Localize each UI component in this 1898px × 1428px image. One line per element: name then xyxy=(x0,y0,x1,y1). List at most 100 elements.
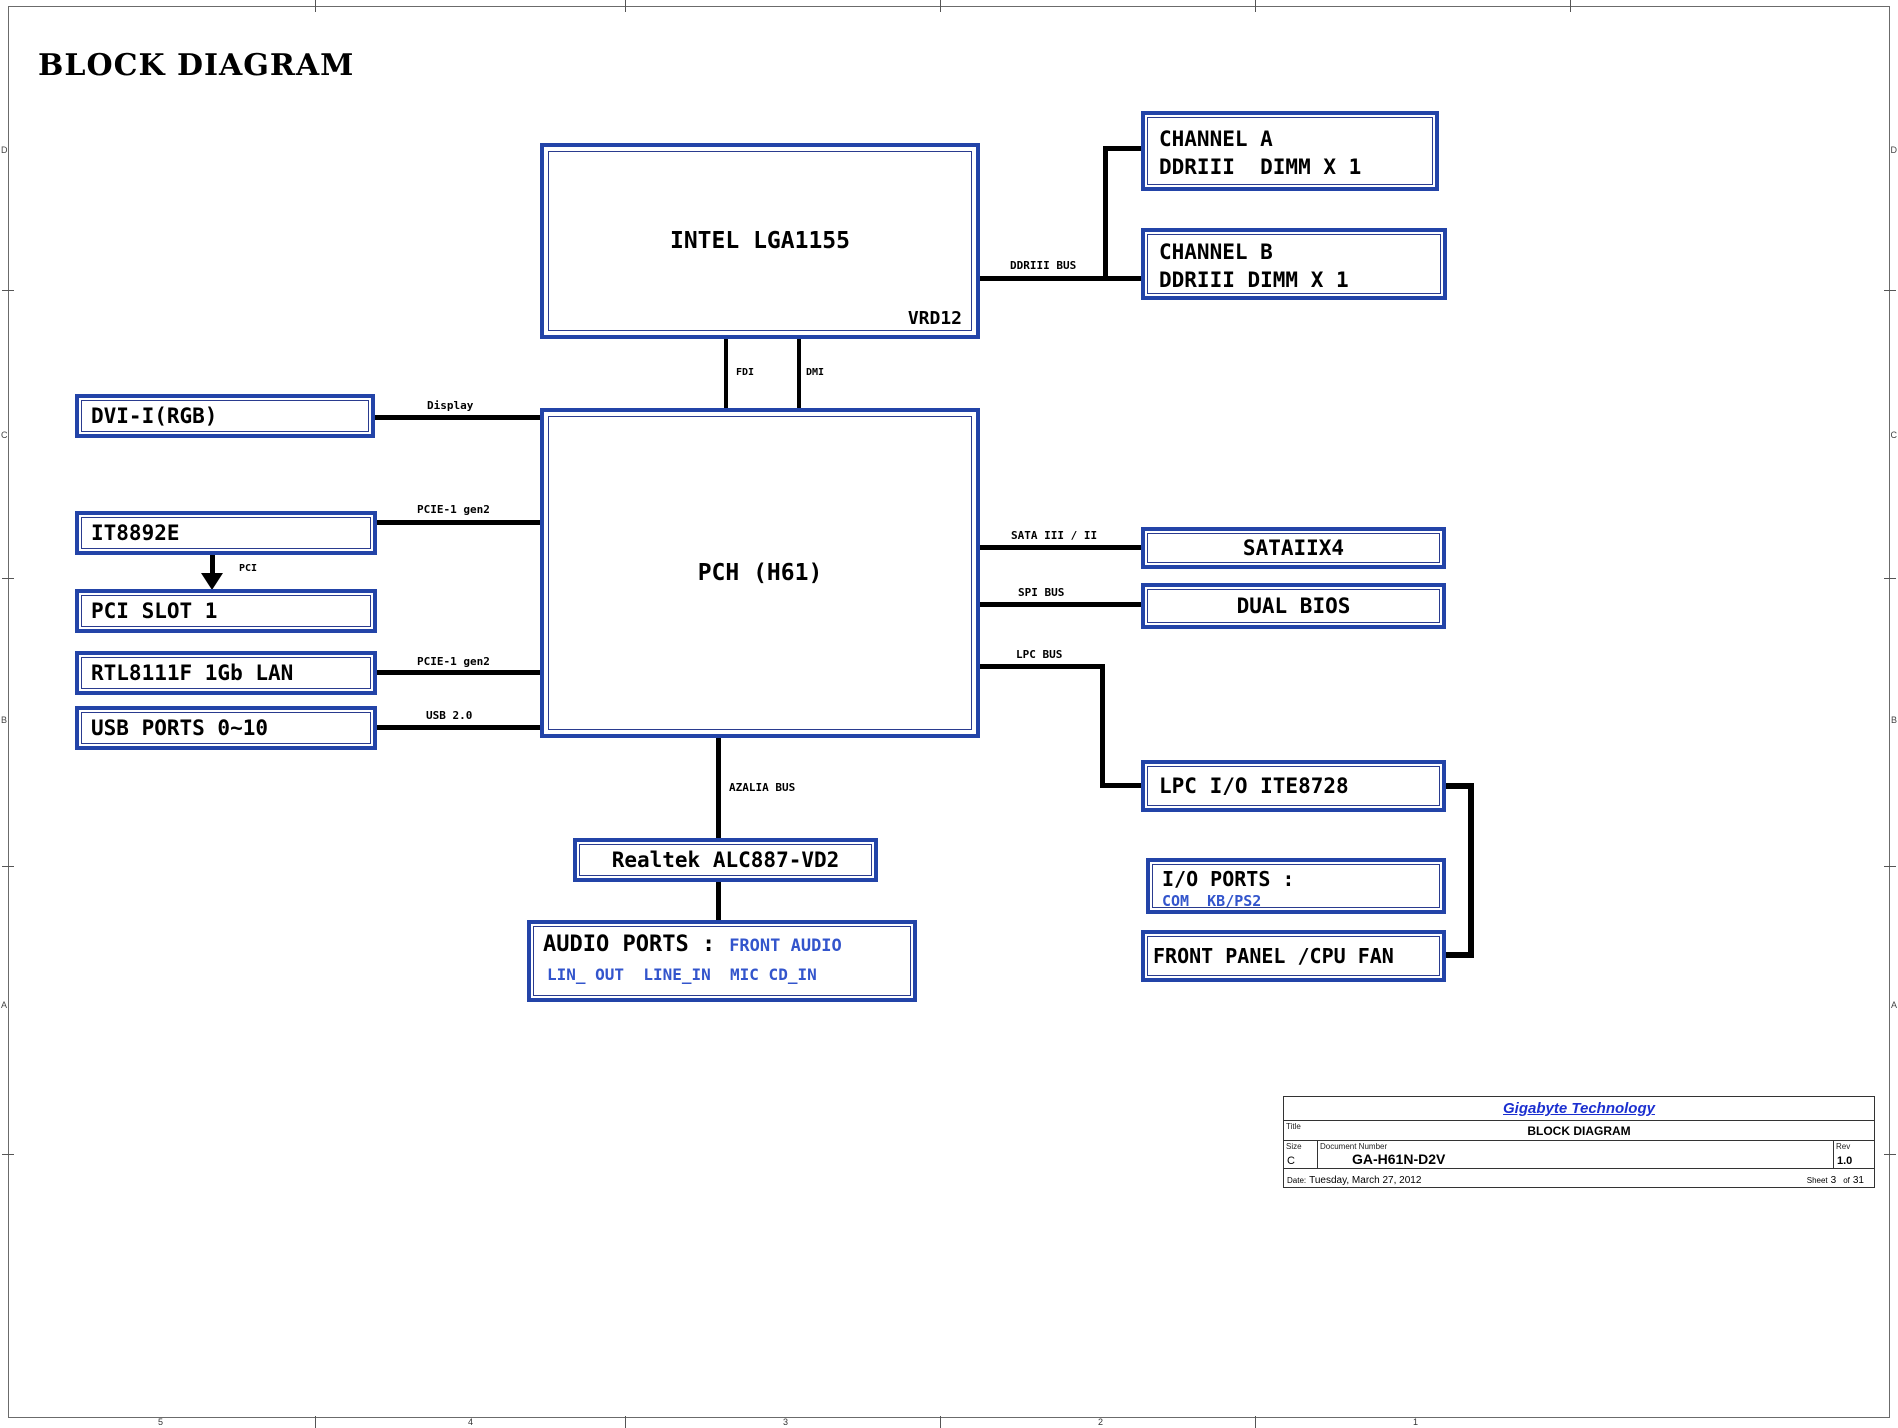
node-dvi-i-rgb: DVI-I(RGB) xyxy=(75,394,375,438)
vrd12-label: VRD12 xyxy=(907,308,962,329)
company-name: Gigabyte Technology xyxy=(1284,1097,1874,1121)
sheet-label: Sheet xyxy=(1806,1176,1828,1185)
channel-b-line1: CHANNEL B xyxy=(1159,240,1273,264)
node-io-ports: I/O PORTS : COM KB/PS2 xyxy=(1146,858,1446,914)
node-pci-slot-1: PCI SLOT 1 xyxy=(75,589,377,633)
node-intel-lga1155: INTEL LGA1155 VRD12 xyxy=(540,143,980,339)
bus-label-pcie-gen2-top: PCIE-1 gen2 xyxy=(417,503,490,516)
lpc-frontpanel-line xyxy=(1468,783,1474,958)
of-label: of xyxy=(1843,1176,1850,1185)
border-tick xyxy=(2,1154,14,1155)
document-number-cell: Document Number GA-H61N-D2V xyxy=(1318,1141,1834,1168)
usb-line xyxy=(377,725,541,730)
border-tick xyxy=(940,0,941,12)
bus-label-sata: SATA III / II xyxy=(1011,529,1098,542)
node-it8892e: IT8892E xyxy=(75,511,377,555)
dmi-line xyxy=(797,339,801,409)
lpc-line xyxy=(980,664,1105,669)
node-pch-h61: PCH (H61) xyxy=(540,408,980,738)
border-tick xyxy=(2,290,14,291)
display-line xyxy=(375,415,541,420)
zone-letter-left: A xyxy=(1,1000,8,1010)
sheet-value: 3 xyxy=(1830,1175,1837,1186)
border-tick xyxy=(1255,0,1256,12)
pcie-lan-line xyxy=(377,670,541,675)
spi-line xyxy=(980,602,1142,607)
front-audio-label: FRONT AUDIO xyxy=(729,936,842,956)
sata-label: SATAIIX4 xyxy=(1242,536,1345,560)
ruler-number: 3 xyxy=(783,1417,789,1427)
bus-label-spi: SPI BUS xyxy=(1018,586,1065,599)
sata-line xyxy=(980,545,1142,550)
rev-cell: Rev 1.0 xyxy=(1834,1141,1874,1168)
border-tick xyxy=(1255,1416,1256,1428)
node-usb-ports: USB PORTS 0~10 xyxy=(75,706,377,750)
intel-lga1155-label: INTEL LGA1155 xyxy=(669,228,850,254)
node-lpc-io-ite8728: LPC I/O ITE8728 xyxy=(1141,760,1446,812)
ruler-number: 4 xyxy=(468,1417,474,1427)
channel-b-line2: DDRIII DIMM X 1 xyxy=(1159,268,1349,292)
node-audio-ports: AUDIO PORTS : FRONT AUDIO LIN_ OUT LINE_… xyxy=(527,920,917,1002)
border-tick xyxy=(625,1416,626,1428)
node-front-panel-cpu-fan: FRONT PANEL /CPU FAN xyxy=(1141,930,1446,982)
bus-label-dmi: DMI xyxy=(806,367,825,378)
io-ports-label: I/O PORTS : xyxy=(1162,867,1295,891)
size-cell: Size C xyxy=(1284,1141,1318,1168)
border-tick xyxy=(1884,578,1896,579)
bus-label-azalia: AZALIA BUS xyxy=(729,781,796,794)
border-tick xyxy=(2,578,14,579)
pci-slot-label: PCI SLOT 1 xyxy=(91,599,218,623)
rev-value: 1.0 xyxy=(1837,1155,1853,1167)
title-block-title-label: Title xyxy=(1286,1122,1301,1131)
title-block: Gigabyte Technology Title BLOCK DIAGRAM … xyxy=(1283,1096,1875,1188)
bus-label-fdi: FDI xyxy=(736,367,755,378)
fdi-line xyxy=(724,339,728,409)
lpc-io-label: LPC I/O ITE8728 xyxy=(1159,774,1349,798)
realtek-audio-line xyxy=(716,881,721,921)
ruler-number: 2 xyxy=(1098,1417,1104,1427)
page-title: BLOCK DIAGRAM xyxy=(38,48,355,83)
border-tick xyxy=(1884,1154,1896,1155)
border-tick xyxy=(1884,290,1896,291)
border-tick xyxy=(1570,0,1571,12)
lpc-line xyxy=(1100,664,1105,788)
node-dual-bios: DUAL BIOS xyxy=(1141,583,1446,629)
audio-ports-label: AUDIO PORTS : xyxy=(543,932,716,957)
node-realtek-alc887: Realtek ALC887-VD2 xyxy=(573,838,878,882)
border-tick xyxy=(315,0,316,12)
border-tick xyxy=(1884,866,1896,867)
ddriii-bus-line xyxy=(980,276,1108,281)
zone-letter-left: B xyxy=(1,715,8,725)
bus-label-usb2: USB 2.0 xyxy=(426,709,473,722)
it8892e-label: IT8892E xyxy=(91,521,180,545)
border-tick xyxy=(2,866,14,867)
azalia-line xyxy=(716,738,721,839)
zone-letter-right: A xyxy=(1890,1000,1897,1010)
lpc-frontpanel-line xyxy=(1445,952,1474,958)
ddriii-bus-line xyxy=(1103,146,1108,281)
border-tick xyxy=(940,1416,941,1428)
zone-letter-left: C xyxy=(1,430,8,440)
ruler-number: 5 xyxy=(158,1417,164,1427)
bus-label-pci: PCI xyxy=(239,563,258,574)
channel-a-line2: DDRIII DIMM X 1 xyxy=(1159,155,1362,179)
ddriii-bus-line-channel-a xyxy=(1103,146,1141,151)
pcie-it8892e-line xyxy=(377,520,541,525)
lpc-line xyxy=(1100,783,1142,788)
zone-letter-right: C xyxy=(1890,430,1898,440)
front-panel-label: FRONT PANEL /CPU FAN xyxy=(1153,944,1394,968)
zone-letter-right: B xyxy=(1890,715,1897,725)
node-sataiix4: SATAIIX4 xyxy=(1141,527,1446,569)
lpc-frontpanel-line xyxy=(1445,783,1474,789)
bus-label-display: Display xyxy=(427,399,474,412)
ruler-number: 1 xyxy=(1413,1417,1419,1427)
bus-label-pcie-gen2-lan: PCIE-1 gen2 xyxy=(417,655,490,668)
usb-ports-label: USB PORTS 0~10 xyxy=(91,716,269,740)
pci-line xyxy=(210,555,215,577)
node-channel-a-dimm: CHANNEL A DDRIII DIMM X 1 xyxy=(1141,111,1439,191)
realtek-label: Realtek ALC887-VD2 xyxy=(611,848,840,872)
lan-label: RTL8111F 1Gb LAN xyxy=(91,661,294,685)
date-value: Tuesday, March 27, 2012 xyxy=(1309,1175,1422,1186)
audio-ports-line2: LIN_ OUT LINE_IN MIC CD_IN xyxy=(547,965,817,984)
